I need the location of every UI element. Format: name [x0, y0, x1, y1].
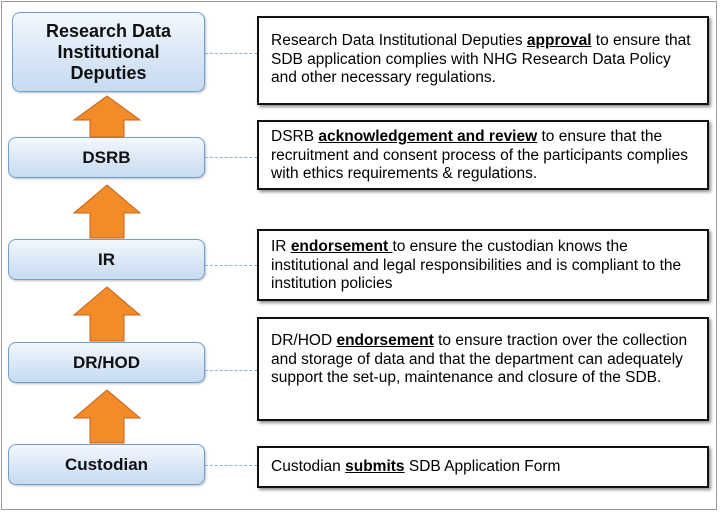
description-keyword: endorsement — [290, 238, 393, 255]
connector-line — [205, 370, 257, 371]
description-text: to ensure traction over the collection a… — [271, 332, 688, 386]
description-text: to ensure the custodian knows the instit… — [271, 238, 682, 292]
up-arrow-icon — [72, 95, 142, 138]
stage-label: Research Data Institutional Deputies — [45, 20, 172, 83]
stage-dsrb: DSRB — [8, 137, 205, 178]
connector-line — [205, 157, 257, 158]
connector-line — [205, 465, 257, 466]
stage-research-data-institutional-deputies: Research Data Institutional Deputies — [12, 12, 205, 92]
stage-label: IR — [98, 249, 115, 269]
description-box-ir-endorsement: IR endorsement to ensure the custodian k… — [257, 229, 709, 301]
description-text: SDB Application Form — [404, 458, 561, 475]
stage-ir: IR — [8, 239, 205, 280]
description-text: to ensure that SDB application complies … — [271, 32, 691, 86]
stage-dr-hod: DR/HOD — [8, 342, 205, 383]
description-text: to ensure that the recruitment and conse… — [271, 128, 688, 182]
description-text: Custodian — [271, 458, 346, 475]
up-arrow-icon — [72, 286, 142, 342]
up-arrow-icon — [72, 184, 142, 239]
description-box-approval: Research Data Institutional Deputies app… — [257, 16, 709, 105]
stage-label: DSRB — [82, 147, 131, 167]
description-keyword: endorsement — [336, 332, 434, 349]
description-box-dr-hod-endorsement: DR/HOD endorsement to ensure traction ov… — [257, 317, 709, 421]
stage-custodian: Custodian — [8, 444, 205, 485]
up-arrow-icon — [72, 389, 142, 444]
description-box-submits: Custodian submits SDB Application Form — [257, 446, 709, 488]
description-text: DSRB — [271, 128, 319, 145]
description-text: DR/HOD — [271, 332, 337, 349]
description-keyword: acknowledgement and review — [318, 128, 538, 145]
description-keyword: approval — [526, 32, 592, 49]
description-box-acknowledgement: DSRB acknowledgement and review to ensur… — [257, 120, 709, 190]
description-text: Research Data Institutional Deputies — [271, 32, 527, 49]
connector-line — [205, 265, 257, 266]
connector-line — [205, 53, 257, 54]
stage-label: DR/HOD — [72, 352, 141, 372]
stage-label: Custodian — [64, 454, 149, 474]
description-text: IR — [271, 238, 291, 255]
description-keyword: submits — [345, 458, 405, 475]
